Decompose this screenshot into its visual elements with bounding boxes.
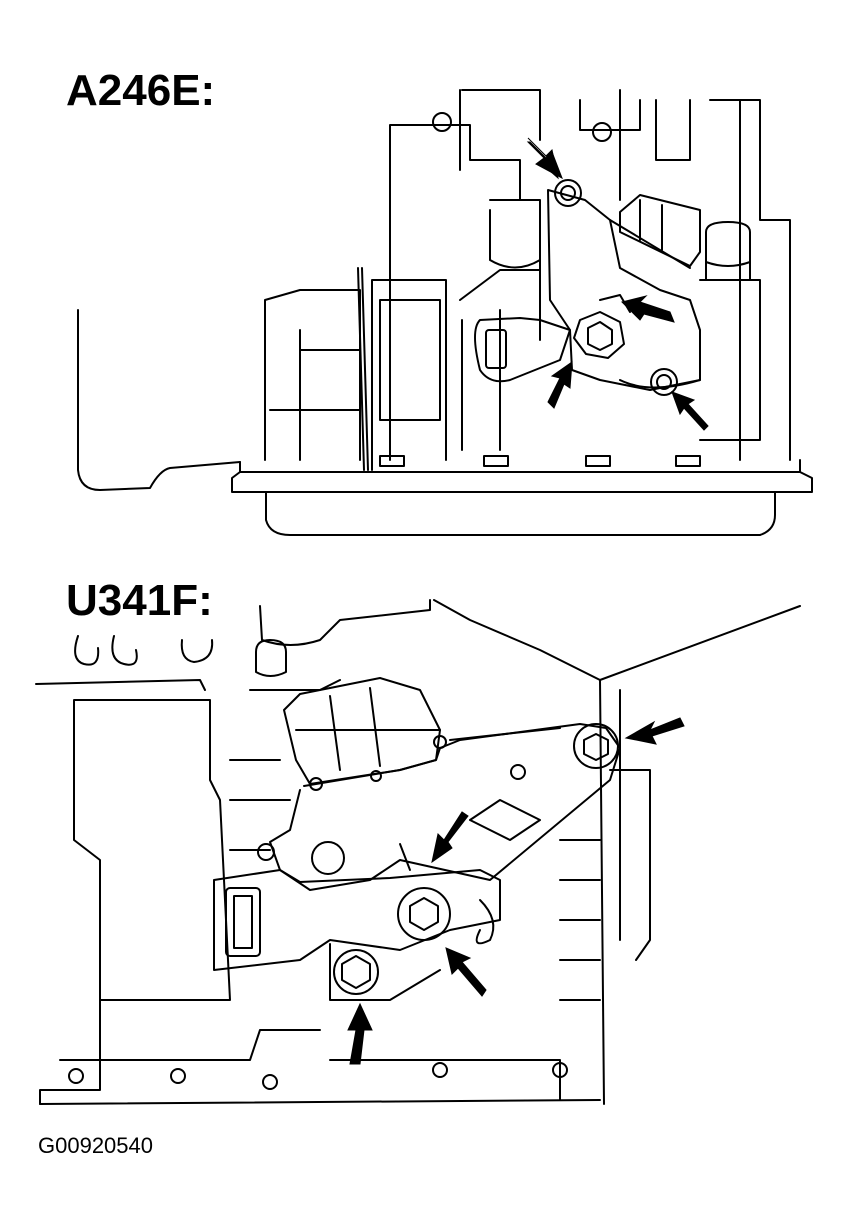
figure-code: G00920540 (38, 1133, 153, 1158)
a246e-callout-arrows (528, 138, 708, 430)
u341f-connector (284, 678, 440, 784)
u341f-main-nut (398, 888, 450, 940)
u341f-switch-bracket (270, 724, 620, 890)
a246e-nut (574, 312, 624, 358)
u341f-callout-arrows (348, 718, 684, 1064)
a246e-housing-left (78, 310, 240, 490)
a246e-switch-bracket (548, 190, 700, 390)
a246e-lever (475, 318, 570, 381)
u341f-lever (214, 870, 500, 970)
a246e-connector (620, 195, 700, 266)
a246e-label: A246E: (66, 66, 216, 115)
u341f-label: U341F: (66, 576, 213, 625)
